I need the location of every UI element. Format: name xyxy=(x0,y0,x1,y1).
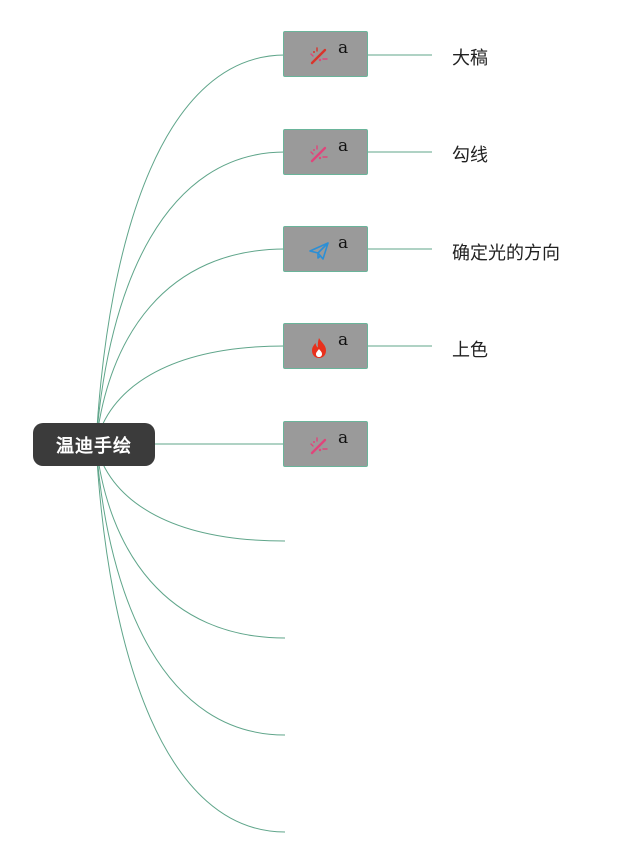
branch-node-2[interactable]: a xyxy=(283,129,368,175)
empty-branch-line xyxy=(95,443,286,833)
node-letter: a xyxy=(338,38,349,58)
magic-wand-icon xyxy=(308,45,330,67)
branch-label-3[interactable]: 确定光的方向 xyxy=(452,243,560,264)
branch-label-2[interactable]: 勾线 xyxy=(452,145,488,166)
branch-node-1[interactable]: a xyxy=(283,31,368,77)
branch-label-4[interactable]: 上色 xyxy=(452,340,488,361)
paper-plane-icon xyxy=(308,240,330,262)
node-letter: a xyxy=(338,428,349,448)
branch-line xyxy=(95,151,286,445)
branch-node-4[interactable]: a xyxy=(283,323,368,369)
root-node-label: 温迪手绘 xyxy=(56,435,132,457)
magic-wand-icon xyxy=(308,143,330,165)
node-letter: a xyxy=(338,136,349,156)
root-node[interactable]: 温迪手绘 xyxy=(33,423,155,466)
branch-label-1[interactable]: 大稿 xyxy=(452,48,488,69)
node-letter: a xyxy=(338,330,349,350)
empty-branch-line xyxy=(95,443,286,736)
branch-node-3[interactable]: a xyxy=(283,226,368,272)
branch-line xyxy=(95,54,286,445)
flame-icon xyxy=(308,337,330,359)
empty-branch-line xyxy=(95,443,286,639)
node-letter: a xyxy=(338,233,349,253)
branch-line xyxy=(95,248,286,445)
branch-node-5[interactable]: a xyxy=(283,421,368,467)
magic-wand-icon xyxy=(308,435,330,457)
